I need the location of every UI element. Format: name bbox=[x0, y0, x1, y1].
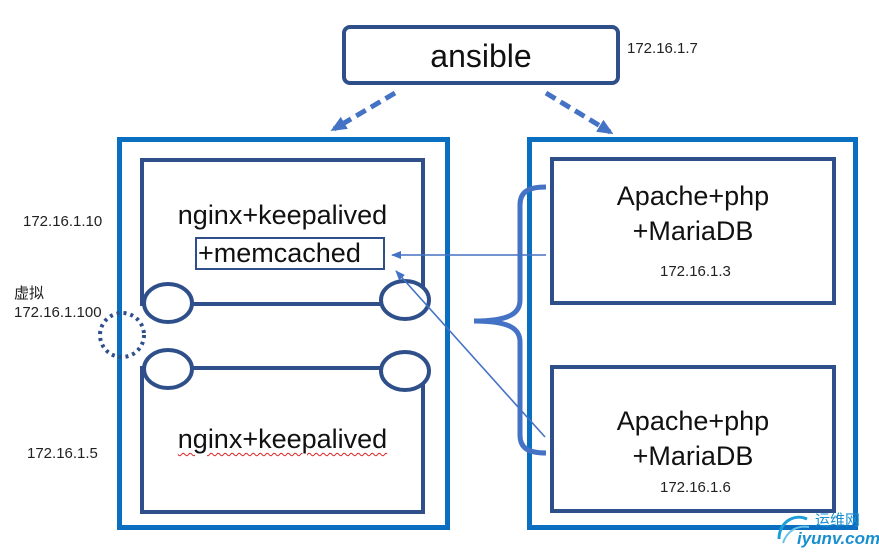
web-node-1-ip: 172.16.1.3 bbox=[660, 263, 731, 280]
ansible-to-lb-arrow bbox=[330, 90, 397, 132]
lb-backup-ip: 172.16.1.5 bbox=[27, 445, 98, 462]
ansible-ip: 172.16.1.7 bbox=[627, 40, 698, 57]
watermark-logo-icon bbox=[777, 515, 810, 544]
web-node-2-line1: Apache+php bbox=[616, 406, 770, 436]
memcached-label: +memcached bbox=[198, 238, 361, 268]
web-node-1-line2: +MariaDB bbox=[632, 216, 754, 246]
web-node-1 bbox=[550, 157, 836, 305]
ansible-to-web-arrow bbox=[544, 90, 614, 135]
web-node-2-line2: +MariaDB bbox=[632, 441, 754, 471]
lb-node-backup bbox=[140, 366, 425, 514]
heartbeat-port-br bbox=[379, 350, 431, 392]
heartbeat-port-tl bbox=[142, 282, 194, 324]
web-group-brace bbox=[473, 184, 547, 456]
web-node-2 bbox=[550, 365, 836, 513]
watermark-en: iyunv.com bbox=[797, 529, 879, 548]
lb-primary-service: nginx+keepalived bbox=[177, 200, 388, 230]
web-node-1-line1: Apache+php bbox=[616, 181, 770, 211]
ansible-label: ansible bbox=[430, 38, 532, 74]
lb-group bbox=[117, 137, 450, 530]
vip-dotted-circle bbox=[98, 311, 146, 359]
lb-node-primary bbox=[140, 158, 425, 306]
ansible-node: ansible bbox=[342, 25, 620, 85]
heartbeat-port-bl bbox=[142, 348, 194, 390]
web-group bbox=[527, 137, 858, 530]
lb-backup-service: nginx+keepalived bbox=[177, 424, 388, 454]
web2-to-memcached-arrow bbox=[395, 270, 546, 438]
watermark: 运维网 iyunv.com bbox=[773, 507, 879, 553]
memcached-box: +memcached bbox=[195, 237, 385, 270]
lb-primary-ip: 172.16.1.10 bbox=[23, 213, 103, 230]
vip-label: 虚拟 bbox=[14, 284, 45, 302]
watermark-cn: 运维网 bbox=[815, 511, 861, 529]
web-node-2-ip: 172.16.1.6 bbox=[660, 479, 731, 496]
vip-ip: 172.16.1.100 bbox=[14, 304, 102, 321]
